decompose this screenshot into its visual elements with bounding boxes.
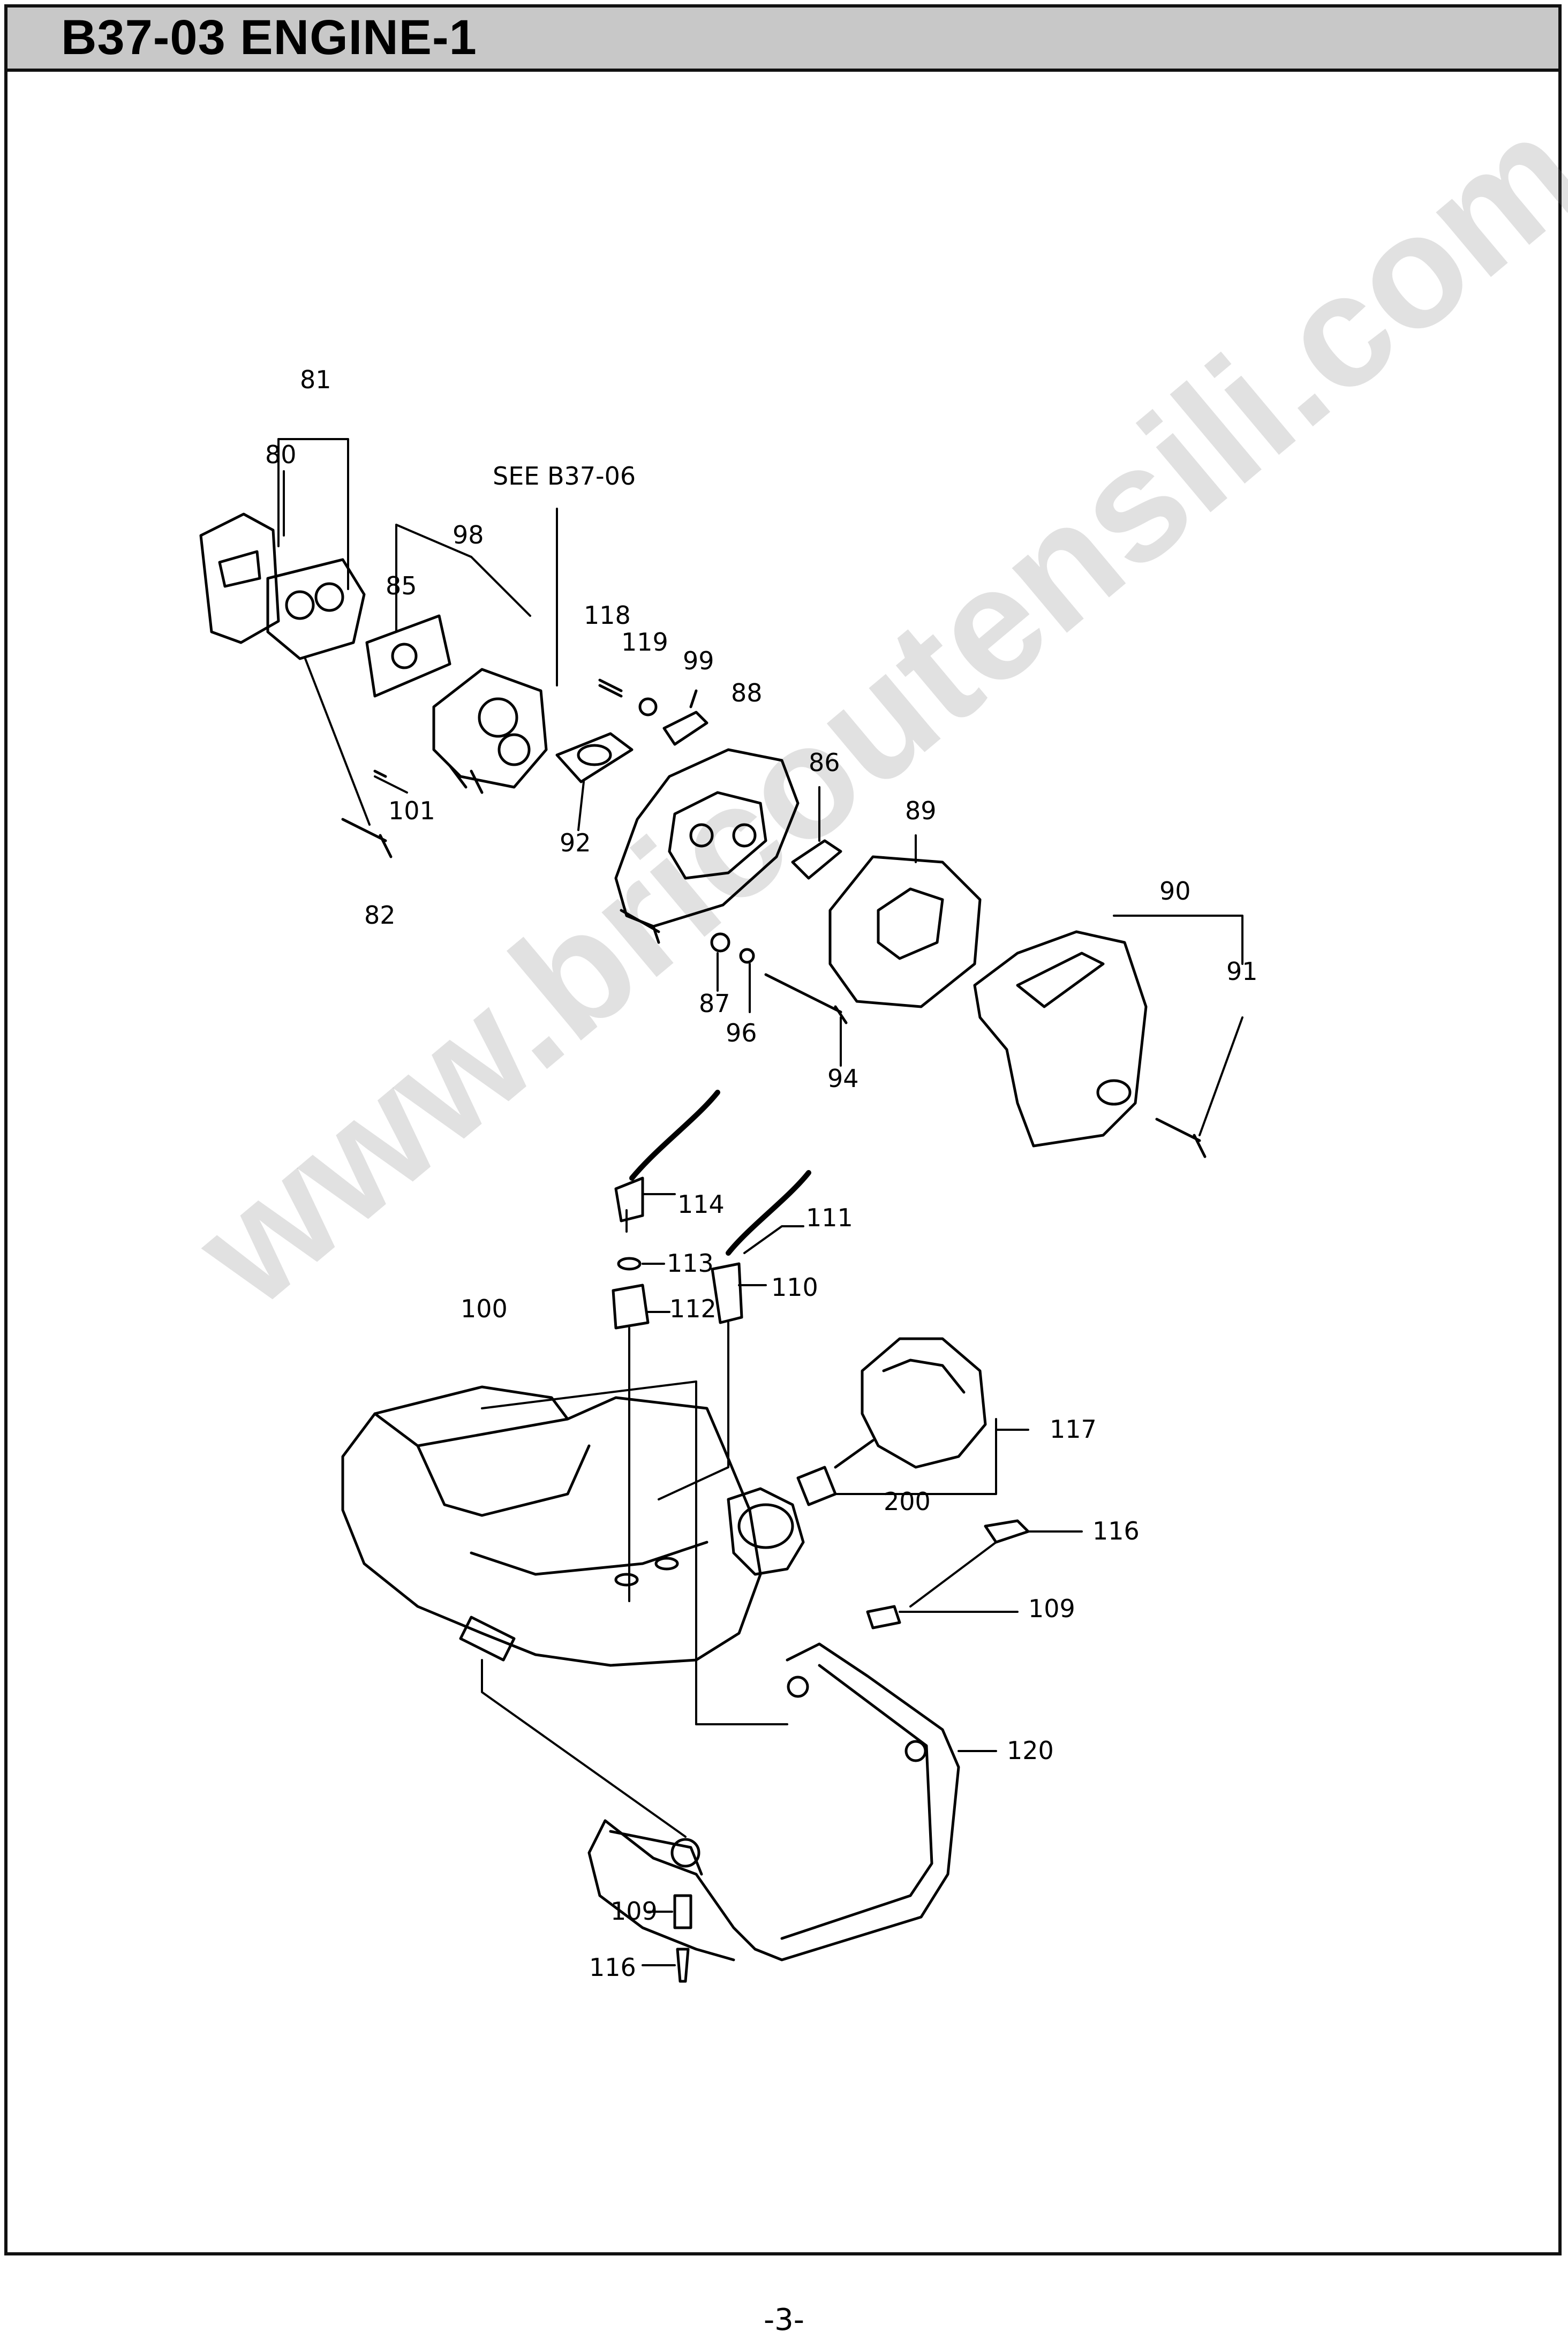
guard-part (587, 1642, 960, 1961)
part-label: 113 (667, 1249, 714, 1278)
carburetor-part (432, 668, 548, 789)
part-label: 101 (388, 796, 435, 825)
filler-neck-part (727, 1487, 805, 1576)
part-label: 92 (560, 828, 591, 857)
reference-note: SEE B37-06 (493, 462, 636, 491)
fuel-cap-part (861, 1337, 987, 1469)
part-label: 91 (1226, 957, 1258, 986)
page-number: -3- (763, 2303, 805, 2337)
part-label: 90 (1159, 877, 1191, 906)
part-label: 119 (621, 628, 668, 657)
part-label: 88 (731, 678, 763, 707)
part-label: 114 (677, 1190, 725, 1219)
page-frame: B37-03 ENGINE-1 (4, 4, 1562, 2255)
gasket-85-part (365, 614, 451, 698)
part-label: 111 (806, 1203, 853, 1232)
air-cleaner-base-part (614, 748, 800, 928)
part-label: 110 (771, 1273, 818, 1302)
part-label: 99 (683, 646, 714, 675)
part-label: 81 (300, 365, 331, 394)
part-label: 98 (453, 520, 484, 549)
part-label: 87 (699, 989, 730, 1018)
part-label: 117 (1050, 1415, 1097, 1444)
fuel-line-part (629, 1090, 720, 1181)
air-filter-part (828, 855, 982, 1008)
gasket-92-part (555, 732, 634, 783)
insulator-plate-part (199, 512, 280, 644)
part-label: 112 (669, 1294, 717, 1323)
part-label: 109 (1028, 1594, 1075, 1623)
part-label: 94 (827, 1064, 859, 1093)
fuel-tank-part (341, 1385, 762, 1667)
part-label: 109 (610, 1897, 658, 1926)
part-label: 116 (589, 1953, 636, 1982)
air-cleaner-cover-part (973, 930, 1148, 1148)
gasket-part (266, 558, 366, 660)
part-label: 96 (726, 1018, 757, 1047)
title-bar: B37-03 ENGINE-1 (7, 7, 1558, 72)
part-label: 100 (461, 1294, 508, 1323)
part-label: 89 (905, 796, 937, 825)
part-label: 86 (809, 748, 840, 777)
part-label: 82 (364, 901, 396, 930)
part-label: 85 (386, 571, 417, 600)
part-label: 200 (884, 1487, 931, 1516)
choke-part (791, 839, 842, 880)
part-label: 116 (1092, 1516, 1140, 1545)
part-label: 118 (584, 601, 631, 630)
part-label: 80 (265, 440, 297, 469)
page-title: B37-03 ENGINE-1 (61, 10, 477, 65)
part-label: 120 (1007, 1736, 1054, 1765)
